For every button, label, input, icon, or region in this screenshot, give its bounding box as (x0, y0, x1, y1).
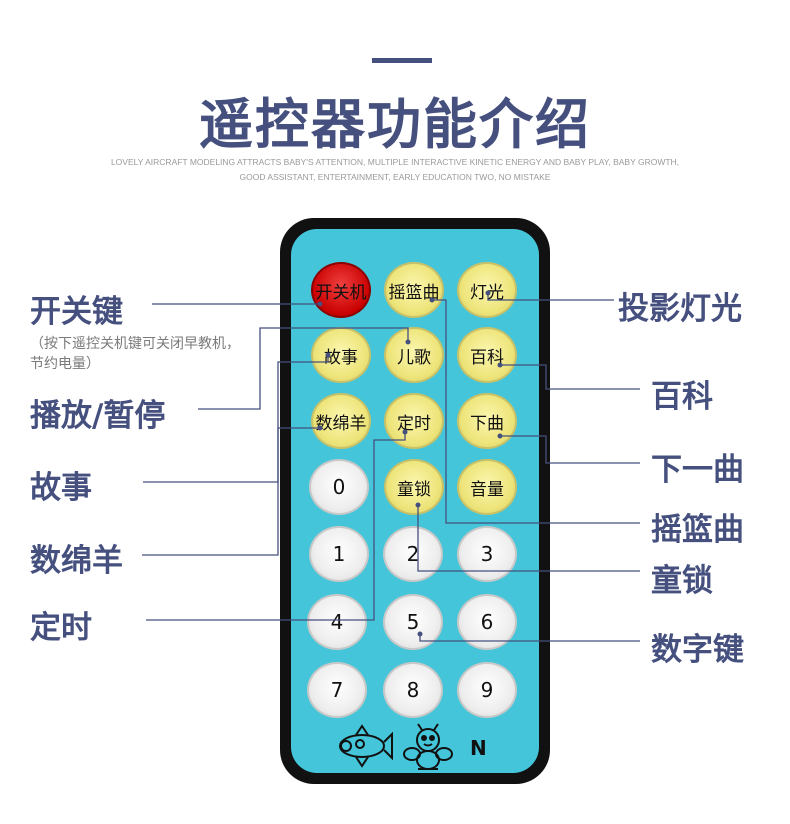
song-button[interactable]: 儿歌 (384, 327, 444, 383)
label-power-key: 开关键 (30, 294, 123, 330)
label-next-song: 下一曲 (651, 452, 744, 488)
airplane-icon (339, 724, 393, 768)
label-child-lock: 童锁 (651, 563, 713, 599)
label-power-note: （按下遥控关机键可关闭早教机，节约电量） (30, 336, 240, 372)
number-7-button[interactable]: 7 (307, 662, 367, 718)
leader-encyclopedia (500, 364, 640, 390)
volume-button[interactable]: 音量 (457, 459, 517, 515)
leader-play-pause (198, 327, 409, 410)
story-button[interactable]: 故事 (311, 327, 371, 383)
leader-next-song (500, 435, 640, 464)
number-1-button[interactable]: 1 (309, 526, 369, 582)
leader-counting-sheep (142, 427, 320, 556)
label-lullaby: 摇篮曲 (651, 512, 744, 548)
number-8-button[interactable]: 8 (383, 662, 443, 718)
label-number-keys: 数字键 (651, 632, 744, 668)
label-play-pause: 播放/暂停 (30, 398, 166, 434)
label-counting-sheep: 数绵羊 (30, 543, 123, 579)
leader-projection-light (487, 293, 614, 301)
number-9-button[interactable]: 9 (457, 662, 517, 718)
child-lock-button[interactable]: 童锁 (384, 459, 444, 515)
bee-icon (403, 723, 453, 770)
label-encyclopedia: 百科 (651, 379, 713, 415)
number-4-button[interactable]: 4 (307, 594, 367, 650)
next-button[interactable]: 下曲 (457, 393, 517, 449)
encyclopedia-button[interactable]: 百科 (457, 327, 517, 383)
number-2-button[interactable]: 2 (383, 526, 443, 582)
timer-button[interactable]: 定时 (384, 393, 444, 449)
subtitle-line-1: LOVELY AIRCRAFT MODELING ATTRACTS BABY'S… (110, 157, 680, 167)
label-story: 故事 (30, 470, 92, 506)
power-button[interactable]: 开关机 (311, 262, 371, 318)
lullaby-button[interactable]: 摇篮曲 (384, 262, 444, 318)
leader-child-lock (417, 505, 640, 572)
leader-number-keys (419, 634, 640, 642)
number-3-button[interactable]: 3 (457, 526, 517, 582)
title-accent-bar (372, 58, 432, 63)
label-timer: 定时 (30, 610, 92, 646)
subtitle-line-2: GOOD ASSISTANT, ENTERTAINMENT, EARLY EDU… (239, 172, 551, 182)
counting-sheep-button[interactable]: 数绵羊 (311, 393, 371, 449)
leader-timer (146, 432, 406, 621)
label-projection-light: 投影灯光 (618, 291, 742, 327)
leader-lullaby (432, 299, 640, 524)
page-title: 遥控器功能介绍 (199, 93, 591, 156)
n-label: N (470, 736, 487, 760)
leader-story (143, 355, 329, 483)
number-0-button[interactable]: 0 (309, 459, 369, 515)
